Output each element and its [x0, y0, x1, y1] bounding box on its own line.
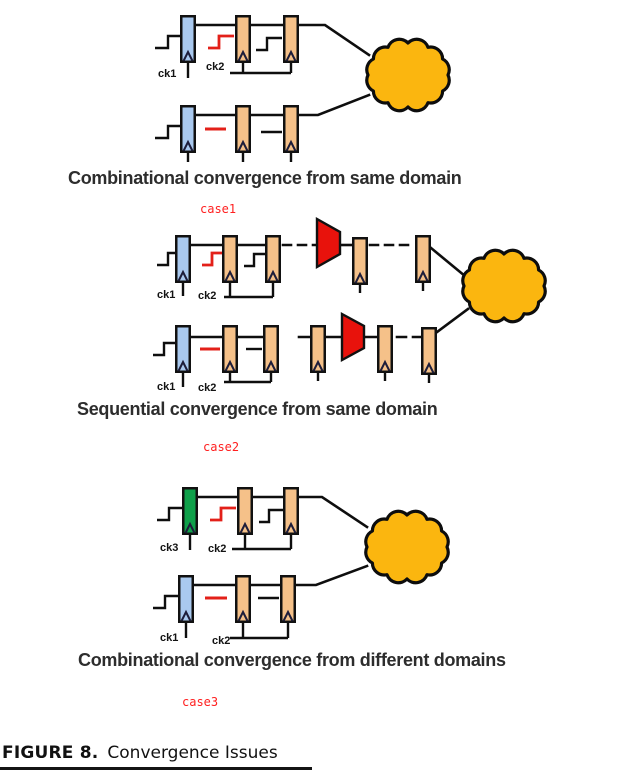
case2-label: case2 — [203, 440, 240, 454]
clock-step-signal — [153, 594, 178, 610]
figure-number: FIGURE 8. — [2, 743, 99, 763]
lockup-mux-red — [315, 216, 342, 270]
red-step-signal — [208, 34, 234, 50]
clock-stubs — [186, 153, 293, 162]
ck1-label: ck1 — [158, 68, 176, 80]
case1-label: case1 — [200, 202, 237, 216]
section-caption-case3: Combinational convergence from different… — [78, 650, 506, 670]
ck1-label: ck1 — [157, 381, 175, 393]
figure-title: Convergence Issues — [107, 743, 278, 763]
ck2-label: ck2 — [212, 635, 230, 647]
clock-step-signal — [155, 34, 180, 50]
clock-step-signal — [259, 508, 283, 524]
ck2-bus — [232, 535, 293, 551]
clock-step-signal — [256, 36, 282, 52]
case3-label: case3 — [182, 695, 219, 709]
ck1-label: ck1 — [160, 632, 178, 644]
ck2-label: ck2 — [208, 543, 226, 555]
ck2-bus — [230, 623, 290, 640]
flipflop-ck2-orange — [235, 575, 251, 623]
red-step-signal — [202, 251, 222, 267]
ck2-bus — [230, 63, 293, 75]
flipflop-ck2-orange — [237, 487, 253, 535]
clock-step-signal — [244, 252, 265, 268]
ck1-label: ck1 — [157, 289, 175, 301]
clock-stubs — [358, 283, 425, 293]
section-caption-case1: Combinational convergence from same doma… — [68, 168, 462, 188]
case2-row1-wires — [157, 243, 467, 299]
flipflop-ck3-green — [182, 487, 198, 535]
clock-step-signal — [157, 506, 182, 522]
clock-step-signal — [153, 341, 175, 357]
ck2-bus — [224, 283, 275, 299]
clock-step-signal — [155, 124, 180, 140]
case1-row1-wires — [155, 23, 371, 78]
clock-stubs — [316, 373, 431, 383]
red-step-signal — [210, 506, 236, 522]
flipflop-ck1-blue — [178, 575, 194, 623]
diagram-case3: ck3 ck2 ck1 ck2 — [153, 487, 450, 647]
ck2-label: ck2 — [198, 290, 216, 302]
diagram-case2: ck1 ck2 ck1 ck2 — [153, 216, 547, 394]
ck3-label: ck3 — [160, 542, 178, 554]
diagram-case1: ck1 ck2 — [155, 15, 451, 162]
flipflop-ck2-orange — [280, 575, 296, 623]
section-caption-case2: Sequential convergence from same domain — [77, 399, 438, 419]
ck2-label: ck2 — [206, 61, 224, 73]
clock-step-signal — [157, 251, 175, 267]
footer-rule — [0, 767, 312, 770]
case2-row2-wires — [153, 307, 470, 387]
ck2-bus — [224, 373, 273, 384]
flipflop-ck2-orange — [283, 487, 299, 535]
combinational-logic-cloud — [364, 509, 450, 585]
case1-row2-wires — [155, 93, 371, 162]
ck2-label: ck2 — [198, 382, 216, 394]
figure-caption: FIGURE 8. Convergence Issues — [2, 743, 278, 763]
case3-row1-wires — [157, 495, 369, 551]
lockup-mux-red — [340, 311, 366, 363]
case3-row2-wires — [153, 564, 369, 640]
